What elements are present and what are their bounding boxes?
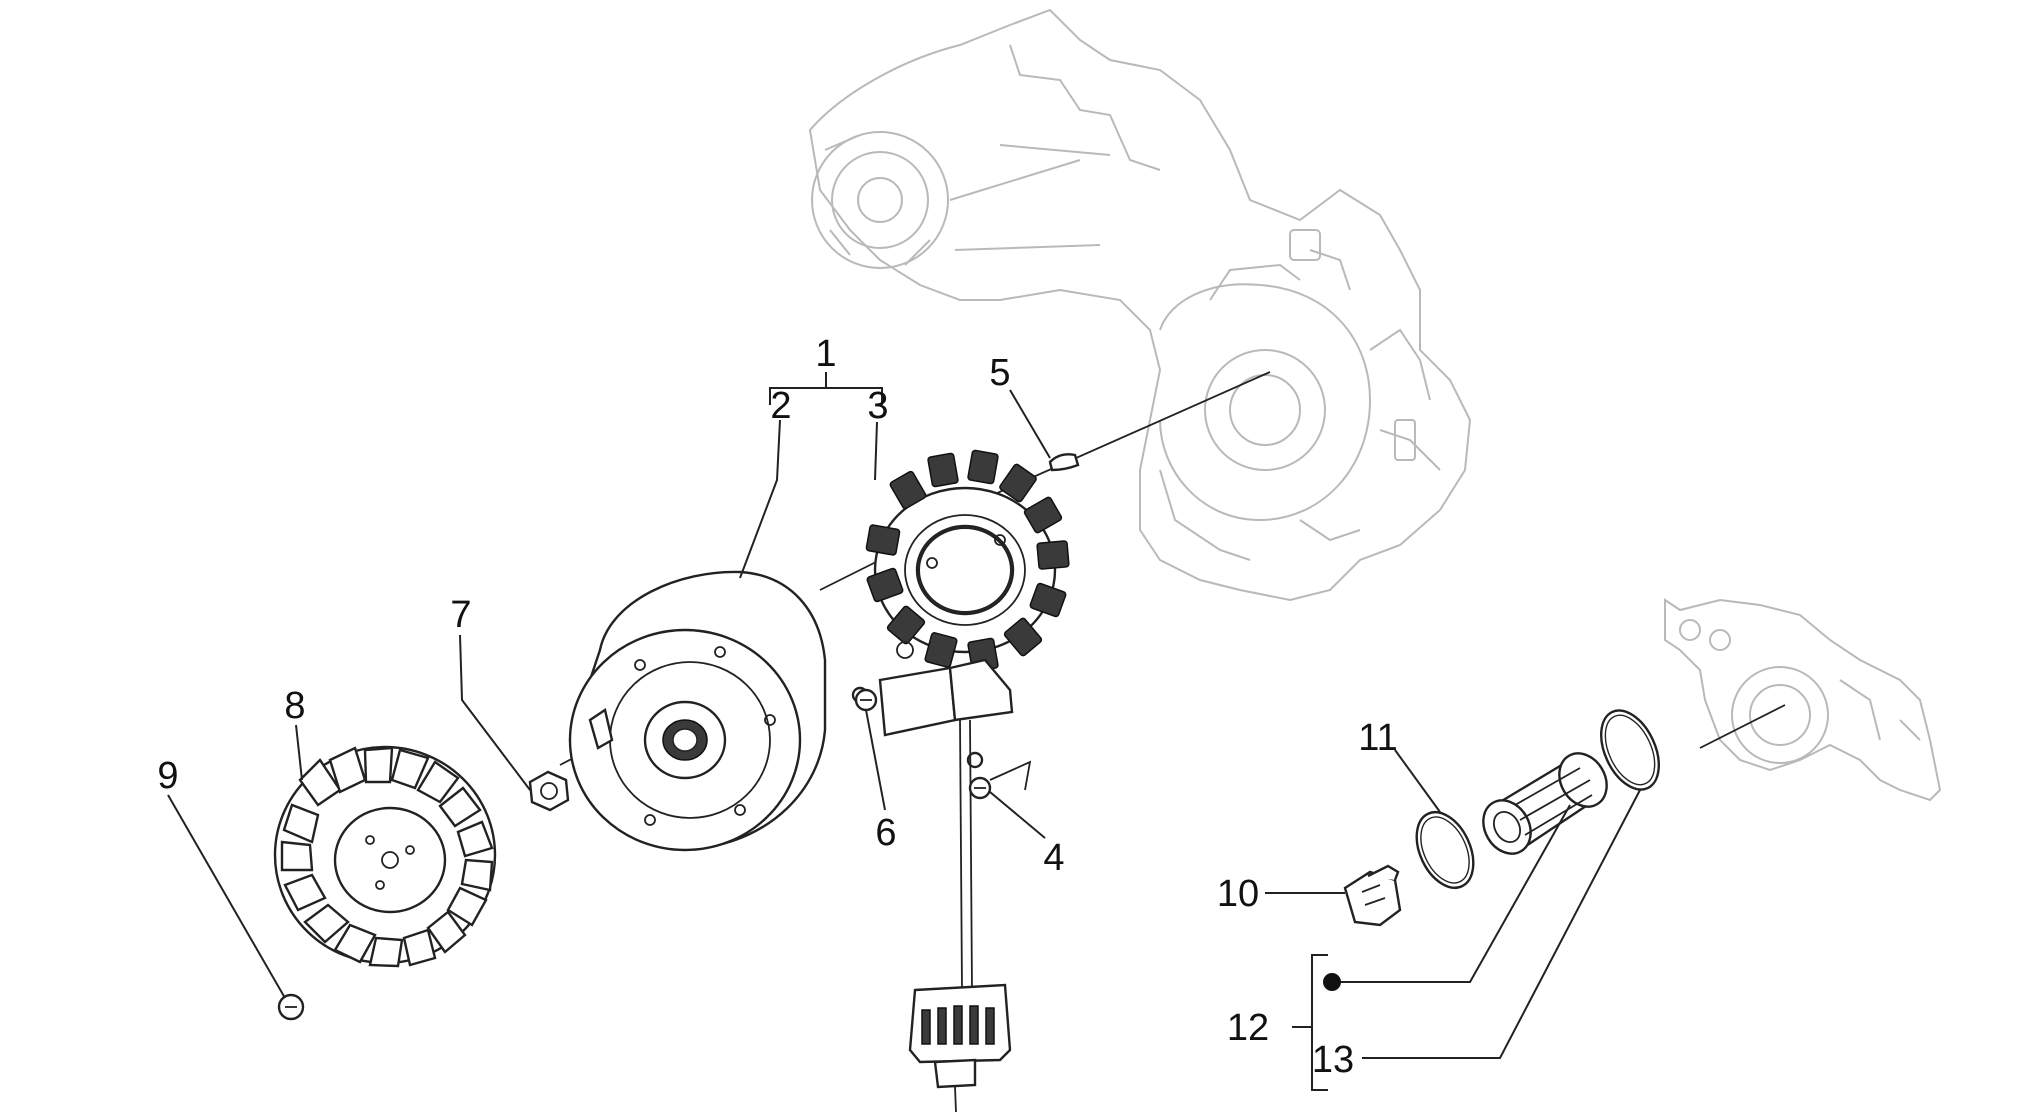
callout-6: 6 — [875, 812, 896, 854]
callout-11: 11 — [1358, 717, 1397, 759]
fan-screw — [277, 993, 305, 1021]
callout-10: 10 — [1217, 873, 1259, 915]
drain-plug — [1343, 864, 1402, 927]
screw-6 — [854, 688, 878, 712]
callout-7: 7 — [450, 594, 471, 636]
engine-crankcase-housing — [808, 8, 1472, 602]
o-ring-large — [1600, 709, 1660, 791]
callout-3: 3 — [867, 385, 888, 427]
callout-1: 1 — [815, 333, 836, 375]
callout-4: 4 — [1043, 837, 1064, 879]
callout-12: 12 — [1227, 1007, 1269, 1049]
leader-lines — [167, 372, 1641, 1091]
flywheel-rotor — [568, 570, 827, 852]
flywheel-nut — [528, 770, 570, 812]
callout-13: 13 — [1312, 1039, 1354, 1081]
callout-numbers: 1 2 3 4 5 6 7 8 9 10 11 12 13 — [157, 333, 1397, 1081]
pickup-sensor-and-wiring — [851, 641, 1014, 1113]
callout-8: 8 — [284, 685, 305, 727]
screw-4 — [968, 760, 1032, 800]
callout-9: 9 — [157, 755, 178, 797]
woodruff-key — [1048, 453, 1080, 472]
callout-dot — [1323, 973, 1341, 991]
filter-housing-portion — [1664, 598, 1942, 802]
cooling-fan — [273, 745, 497, 968]
oil-filter-mesh — [1482, 752, 1608, 855]
callout-5: 5 — [989, 352, 1010, 394]
callout-2: 2 — [770, 385, 791, 427]
o-ring-small — [1415, 811, 1475, 889]
stator — [865, 449, 1070, 673]
